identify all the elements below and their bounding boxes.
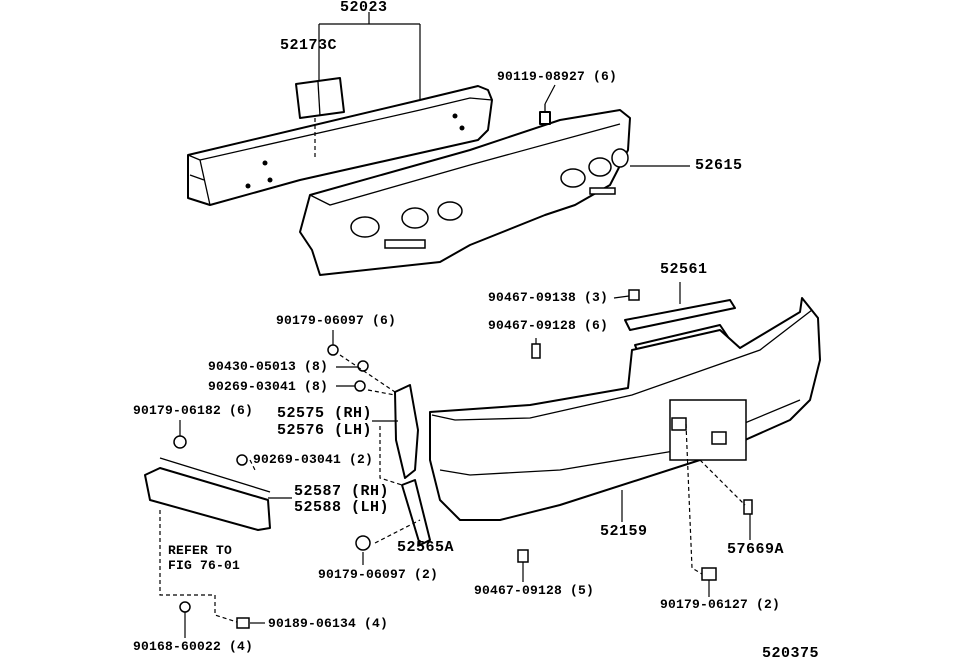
label-57669A: 57669A (727, 541, 785, 558)
label-90467-09128-5: 90467-09128 (5) (474, 583, 595, 598)
label-90179-06097-2: 90179-06097 (2) (318, 567, 439, 582)
label-fig-76-01: FIG 76-01 (168, 558, 241, 573)
side-retainer (394, 384, 431, 546)
label-90269-03041-8: 90269-03041 (8) (208, 379, 329, 394)
label-52588-lh: 52588 (LH) (294, 499, 390, 516)
label-52575-rh: 52575 (RH) (277, 405, 373, 422)
label-90467-09138: 90467-09138 (3) (488, 290, 609, 305)
label-90179-06182: 90179-06182 (6) (133, 403, 254, 418)
label-90119-08927: 90119-08927 (6) (497, 69, 618, 84)
label-90179-06127: 90179-06127 (2) (660, 597, 781, 612)
label-90467-09128-6: 90467-09128 (6) (488, 318, 609, 333)
label-52173C: 52173C (280, 37, 338, 54)
label-52587-rh: 52587 (RH) (294, 483, 390, 500)
label-90430-05013: 90430-05013 (8) (208, 359, 329, 374)
label-90168-60022: 90168-60022 (4) (133, 639, 254, 654)
label-52576-lh: 52576 (LH) (277, 422, 373, 439)
bolt-90119 (539, 104, 551, 125)
label-90269-03041-2: 90269-03041 (2) (253, 452, 374, 467)
absorber-block (295, 77, 345, 160)
bumper-reinforcement (187, 85, 493, 206)
reflector-lamp (144, 457, 271, 531)
label-52023: 52023 (340, 0, 388, 16)
label-52565A: 52565A (397, 539, 455, 556)
label-52615: 52615 (695, 157, 743, 174)
bumper-cover (429, 297, 821, 521)
figure-number: 520375 (762, 645, 820, 662)
label-52159: 52159 (600, 523, 648, 540)
label-52561: 52561 (660, 261, 708, 278)
label-refer-to: REFER TO (168, 543, 233, 558)
assembly-dashes (159, 354, 746, 623)
leader-lines (179, 12, 751, 638)
label-90189-06134: 90189-06134 (4) (268, 616, 389, 631)
energy-absorber (299, 109, 631, 276)
label-90179-06097-6: 90179-06097 (6) (276, 313, 397, 328)
